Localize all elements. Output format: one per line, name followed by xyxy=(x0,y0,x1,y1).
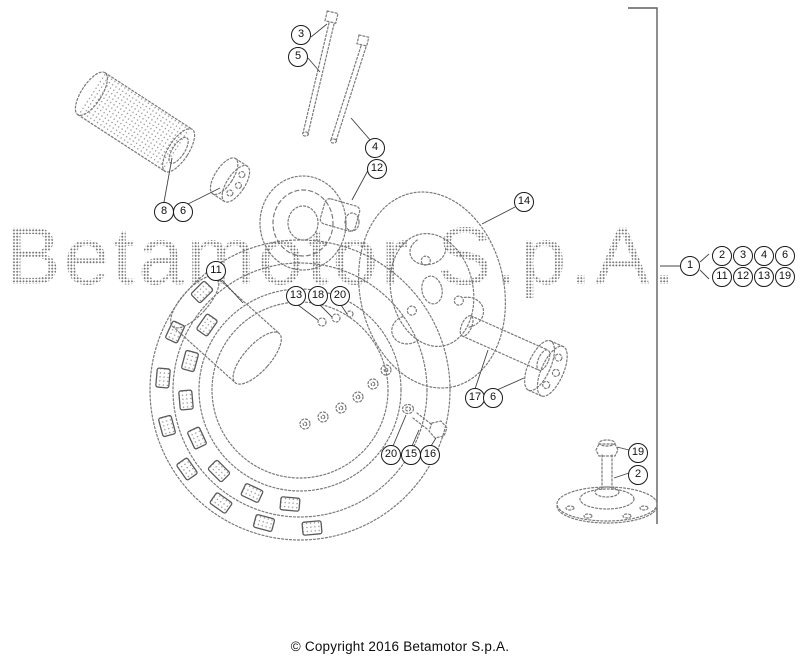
page-frame-line xyxy=(628,7,658,524)
callout-12: 12 xyxy=(367,159,387,179)
callout-11: 11 xyxy=(206,261,226,281)
bolt-lower xyxy=(329,34,370,144)
spacer-tube xyxy=(74,71,196,173)
callout-2: 2 xyxy=(628,465,648,485)
callout-16: 16 xyxy=(420,445,440,465)
callout-2: 2 xyxy=(712,246,732,266)
callout-3: 3 xyxy=(733,246,753,266)
spacer-right xyxy=(524,339,568,397)
callout-5: 5 xyxy=(288,47,308,67)
wheel-rim xyxy=(149,239,451,541)
hex-bolt-washer xyxy=(401,403,448,439)
spoke-nipples xyxy=(299,364,392,430)
callout-6: 6 xyxy=(173,202,193,222)
callout-8: 8 xyxy=(154,202,174,222)
callout-3: 3 xyxy=(291,25,311,45)
callout-15: 15 xyxy=(401,445,421,465)
speedo-drive xyxy=(556,439,658,524)
callout-20: 20 xyxy=(381,445,401,465)
callout-4: 4 xyxy=(365,138,385,158)
callout-13: 13 xyxy=(286,286,306,306)
callout-20: 20 xyxy=(330,286,350,306)
callout-11: 11 xyxy=(712,267,732,287)
tire-knobs xyxy=(155,280,323,536)
callout-1: 1 xyxy=(680,256,700,276)
callout-13: 13 xyxy=(754,267,774,287)
wheel-axle xyxy=(459,315,551,371)
brake-disc xyxy=(358,191,506,389)
callout-4: 4 xyxy=(754,246,774,266)
callout-17: 17 xyxy=(465,388,485,408)
callout-14: 14 xyxy=(514,192,534,212)
callout-19: 19 xyxy=(628,443,648,463)
callout-18: 18 xyxy=(308,286,328,306)
bearing-left xyxy=(209,157,251,203)
callout-12: 12 xyxy=(733,267,753,287)
bolt-upper xyxy=(301,10,339,137)
callout-6: 6 xyxy=(483,388,503,408)
speedo-gear-hub xyxy=(259,175,361,271)
copyright-line: © Copyright 2016 Betamotor S.p.A. xyxy=(290,639,510,654)
callout-6: 6 xyxy=(775,246,795,266)
callout-19: 19 xyxy=(775,267,795,287)
leader-lines xyxy=(163,23,710,479)
